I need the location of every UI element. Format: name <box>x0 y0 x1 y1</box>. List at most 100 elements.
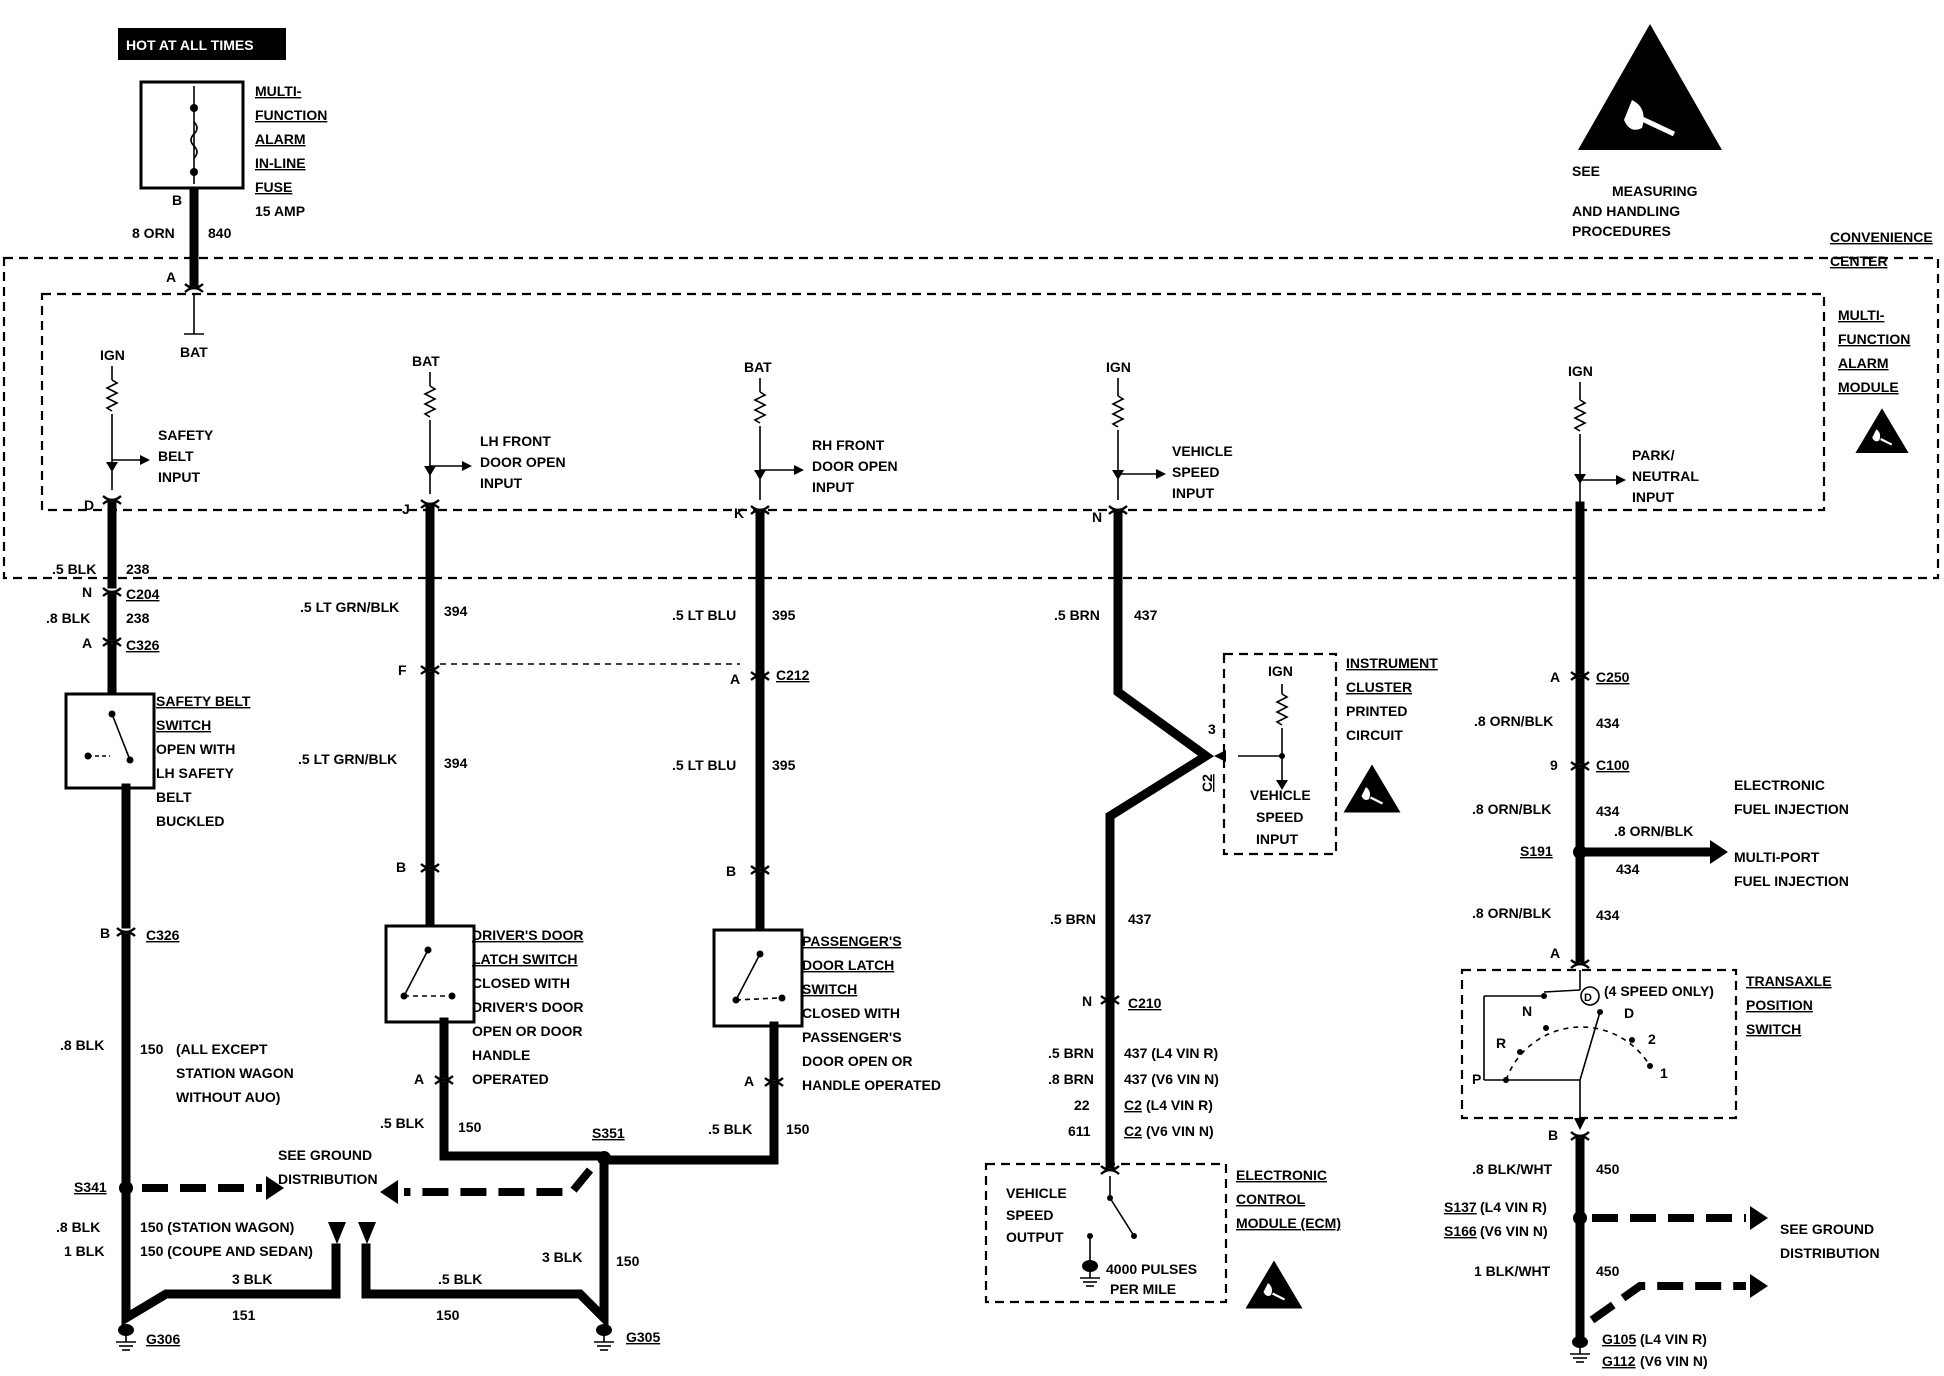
transaxle-switch-label: POSITION <box>1746 997 1813 1013</box>
drivers-door-switch-label: DRIVER'S DOOR <box>472 999 583 1015</box>
connector-c2: C2 <box>1199 774 1215 792</box>
fuse-label-line: FUSE <box>255 179 292 195</box>
module-label-line: MULTI- <box>1838 307 1885 323</box>
module-label-line: MODULE <box>1838 379 1899 395</box>
wire-circuit: 150 <box>140 1041 164 1057</box>
module-label-line: ALARM <box>1838 355 1889 371</box>
shift-position: D <box>1624 1005 1634 1021</box>
wire-circuit: 434 <box>1596 907 1620 923</box>
connector-pin: N <box>1082 993 1092 1009</box>
park-neutral-input-supply: IGN <box>1568 363 1593 379</box>
instrument-cluster-label: INSTRUMENT <box>1346 655 1438 671</box>
splice-s166: S166 <box>1444 1223 1477 1239</box>
connector-pin: A <box>744 1073 754 1089</box>
connector-pin: A <box>1550 669 1560 685</box>
wire-circuit: 450 <box>1596 1161 1620 1177</box>
shift-position: P <box>1472 1071 1481 1087</box>
vehicle-speed-input-label: SPEED <box>1172 464 1219 480</box>
park-neutral-input-label: INPUT <box>1632 489 1674 505</box>
efi-label: ELECTRONIC <box>1734 777 1825 793</box>
drivers-door-switch-box <box>384 924 476 1024</box>
vehicle-speed-input-pin: N <box>1092 509 1102 525</box>
connector-pin: A <box>82 635 92 651</box>
speed-note: (4 SPEED ONLY) <box>1604 983 1714 999</box>
connector-pin: N <box>82 584 92 600</box>
ground-note: (V6 VIN N) <box>1640 1353 1708 1369</box>
wire-gauge: .5 BRN <box>1050 911 1096 927</box>
connector-pin: B <box>396 859 406 875</box>
passengers-door-switch-label: DOOR LATCH <box>802 957 894 973</box>
vehicle-speed-input-supply: IGN <box>1106 359 1131 375</box>
wire-gauge: .8 BRN <box>1048 1071 1094 1087</box>
park-neutral-circuit: A C250 .8 ORN/BLK 434 9 C100 .8 ORN/BLK … <box>1444 501 1880 1369</box>
ecm-label: ELECTRONIC <box>1236 1167 1327 1183</box>
drivers-door-switch-label: CLOSED WITH <box>472 975 570 991</box>
wire-gauge: 1 BLK <box>64 1243 104 1259</box>
wire-circuit: 437 <box>1128 911 1152 927</box>
fuse-label-line: MULTI- <box>255 83 302 99</box>
safety-belt-circuit: .5 BLK 238 N C204 .8 BLK 238 A C326 SAFE… <box>46 494 378 1351</box>
safety-belt-input-label: BELT <box>158 448 194 464</box>
shift-position: 1 <box>1660 1065 1668 1081</box>
passengers-door-switch-box <box>712 928 804 1028</box>
wire-gauge: .5 BLK <box>380 1115 424 1131</box>
wire-circuit: 394 <box>444 603 468 619</box>
see-ground-label: DISTRIBUTION <box>1780 1245 1880 1261</box>
ecm-box-label: PER MILE <box>1110 1281 1176 1297</box>
cluster-box-label: INPUT <box>1256 831 1298 847</box>
wire-circuit: 150 (COUPE AND SEDAN) <box>140 1243 313 1259</box>
wire-circuit: 150 <box>616 1253 640 1269</box>
ground-g306: G306 <box>146 1331 180 1347</box>
fuse-terminal-a: A <box>166 269 176 285</box>
lh-door-input-supply: BAT <box>412 353 440 369</box>
splice-s137: S137 <box>1444 1199 1477 1215</box>
wire-circuit: 434 <box>1596 715 1620 731</box>
wire-circuit: 150 (STATION WAGON) <box>140 1219 294 1235</box>
wire-gauge: .5 BRN <box>1054 607 1100 623</box>
wire-gauge: .8 ORN/BLK <box>1614 823 1693 839</box>
connector-pin: 9 <box>1550 757 1558 773</box>
rh-door-input-label: INPUT <box>812 479 854 495</box>
splice-s351-group: S351 3 BLK 150 .5 BLK 150 G305 <box>361 1125 660 1351</box>
wire-gauge: .8 BLK <box>56 1219 100 1235</box>
shift-position: 2 <box>1648 1031 1656 1047</box>
wire-circuit: 437 (V6 VIN N) <box>1124 1071 1219 1087</box>
instrument-cluster-label: CIRCUIT <box>1346 727 1403 743</box>
fuse-wire-circuit: 840 <box>208 225 232 241</box>
connector-note: (V6 VIN N) <box>1146 1123 1214 1139</box>
connector-note: (L4 VIN R) <box>1146 1097 1213 1113</box>
rh-door-input-pin: K <box>734 505 744 521</box>
ecm-esd-icon <box>1244 1259 1304 1310</box>
ground-g105-icon <box>1569 1335 1591 1363</box>
wire-circuit: 437 (L4 VIN R) <box>1124 1045 1218 1061</box>
safety-belt-input-label: SAFETY <box>158 427 214 443</box>
connector-pin: A <box>414 1071 424 1087</box>
wire-gauge: .8 ORN/BLK <box>1474 713 1553 729</box>
wire-gauge: .8 ORN/BLK <box>1472 801 1551 817</box>
wire-gauge: .8 BLK <box>46 610 90 626</box>
connector-pin: A <box>730 671 740 687</box>
instrument-cluster-label: CLUSTER <box>1346 679 1412 695</box>
connector-c204: C204 <box>126 586 160 602</box>
instrument-cluster-box <box>1222 652 1338 856</box>
passengers-door-switch-label: DOOR OPEN OR <box>802 1053 912 1069</box>
rh-door-input-supply: BAT <box>744 359 772 375</box>
safety-belt-input-label: INPUT <box>158 469 200 485</box>
wire-circuit: 150 <box>786 1121 810 1137</box>
ecm-box-label: 4000 PULSES <box>1106 1261 1197 1277</box>
wire-circuit: 434 <box>1596 803 1620 819</box>
efi-label: FUEL INJECTION <box>1734 801 1849 817</box>
ecm-pin: 22 <box>1074 1097 1090 1113</box>
wire-gauge: .5 BLK <box>438 1271 482 1287</box>
mpfi-label: MULTI-PORT <box>1734 849 1820 865</box>
rh-door-input-label: RH FRONT <box>812 437 885 453</box>
connector-c100: C100 <box>1596 757 1630 773</box>
vehicle-speed-input-label: VEHICLE <box>1172 443 1233 459</box>
wire-gauge: 3 BLK <box>232 1271 272 1287</box>
esd-notice-line: SEE <box>1572 163 1600 179</box>
fuse-label-line: FUNCTION <box>255 107 327 123</box>
ecm-pin: 611 <box>1068 1123 1091 1139</box>
ground-g305: G305 <box>626 1329 660 1345</box>
wire-circuit: 434 <box>1616 861 1640 877</box>
module-label-line: FUNCTION <box>1838 331 1910 347</box>
